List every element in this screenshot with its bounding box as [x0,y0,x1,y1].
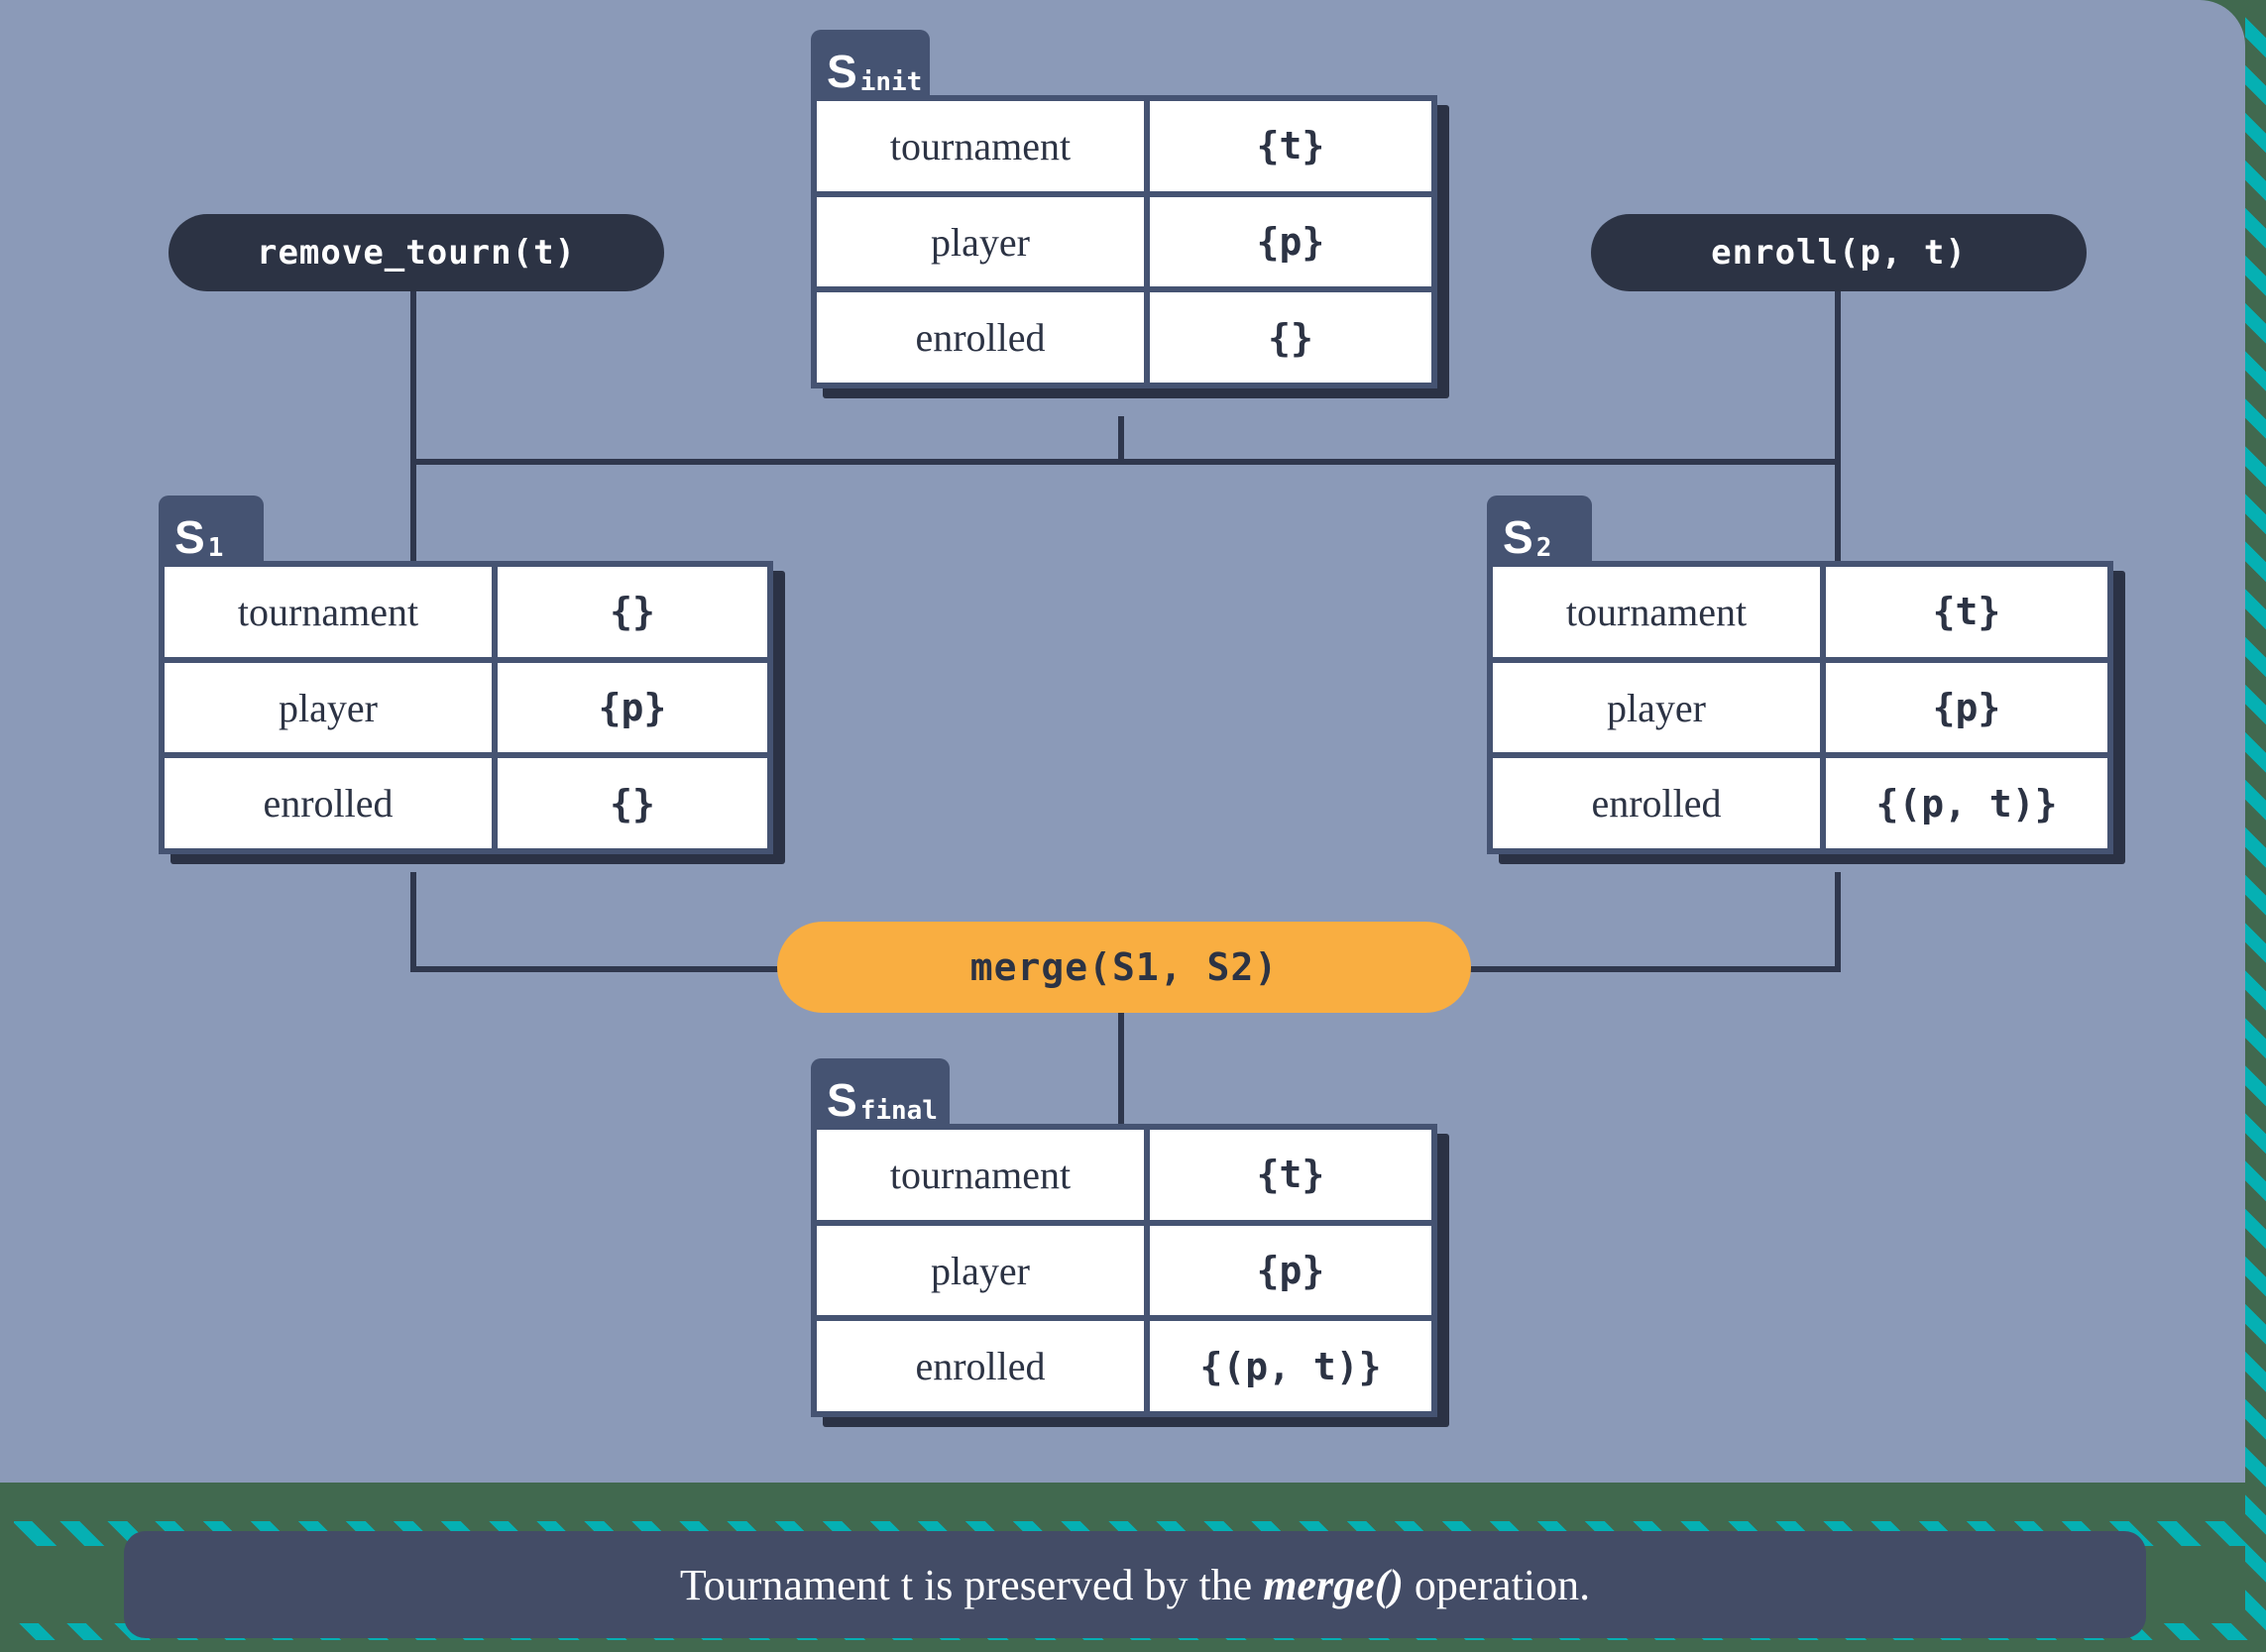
operation-remove-tourn[interactable]: remove_tourn(t) [169,214,664,291]
table-cell-value: {p} [498,662,767,753]
operation-enroll-label: enroll(p, t) [1711,233,1967,273]
table-cell-value: {} [1150,292,1431,384]
table-row: player {p} [817,196,1431,287]
table-cell-value: {p} [1826,662,2107,753]
table-cell-value: {t} [1150,101,1431,191]
state-card-s1-label-main: S [174,511,205,563]
operation-remove-tourn-label: remove_tourn(t) [256,233,577,273]
state-card-s-final: S final tournament {t} player {p} enroll… [801,1058,1455,1450]
table-row: tournament {t} [1493,567,2107,657]
table-row: player {p} [165,662,767,753]
table-cell-key: tournament [817,1130,1144,1220]
table-cell-key: player [817,1225,1144,1316]
state-card-s-final-tab: S final [811,1058,950,1124]
table-row: enrolled {(p, t)} [817,1321,1431,1412]
table-row: enrolled {} [165,758,767,849]
table-row: tournament {t} [817,1130,1431,1220]
table-cell-value: {p} [1150,196,1431,287]
table-cell-key: enrolled [1493,758,1820,849]
connector-bus-top [410,459,1841,465]
state-card-s2: S 2 tournament {t} player {p} enrolled {… [1477,496,2125,882]
table-cell-value: {t} [1826,567,2107,657]
table-cell-value: {t} [1150,1130,1431,1220]
caption-text-bold: merge() [1263,1560,1404,1609]
caption-text-suffix: operation. [1403,1560,1591,1609]
table-row: enrolled {(p, t)} [1493,758,2107,849]
table-cell-key: player [165,662,492,753]
frame-mask-bottom [14,1640,2266,1652]
table-row: tournament {} [165,567,767,657]
state-card-s1: S 1 tournament {} player {p} enrolled {} [149,496,785,882]
connector-enroll-vertical [1835,277,1841,575]
table-cell-key: tournament [1493,567,1820,657]
state-card-s-final-label-main: S [827,1074,857,1126]
state-card-s2-table: tournament {t} player {p} enrolled {(p, … [1487,561,2113,854]
state-card-s-init-tab: S init [811,30,930,95]
state-card-s-final-table: tournament {t} player {p} enrolled {(p, … [811,1124,1437,1417]
caption-text-prefix: Tournament t is preserved by the [679,1560,1264,1609]
table-row: enrolled {} [817,292,1431,384]
table-cell-key: player [817,196,1144,287]
caption-bar: Tournament t is preserved by the merge()… [124,1531,2146,1638]
state-card-s-final-label-sub: final [859,1096,938,1126]
state-card-s2-label-sub: 2 [1535,533,1552,563]
connector-s1-to-merge [410,966,787,972]
table-cell-key: enrolled [817,1321,1144,1412]
state-card-s1-label-sub: 1 [207,533,224,563]
operation-enroll[interactable]: enroll(p, t) [1591,214,2087,291]
table-cell-key: enrolled [817,292,1144,384]
table-cell-value: {p} [1150,1225,1431,1316]
table-cell-key: tournament [165,567,492,657]
connector-sinit-down [1118,416,1124,464]
state-card-s-init-table: tournament {t} player {p} enrolled {} [811,95,1437,388]
table-cell-key: enrolled [165,758,492,849]
table-cell-value: {} [498,758,767,849]
table-cell-key: tournament [817,101,1144,191]
state-card-s-init-label-main: S [827,46,857,97]
state-card-s2-tab: S 2 [1487,496,1592,561]
connector-s1-down [410,872,416,971]
diagram-panel: remove_tourn(t) enroll(p, t) merge(S1, S… [0,0,2245,1483]
state-card-s-init-label-sub: init [859,67,923,97]
table-row: player {p} [817,1225,1431,1316]
state-card-s2-label-main: S [1503,511,1533,563]
state-card-s1-table: tournament {} player {p} enrolled {} [159,561,773,854]
operation-merge[interactable]: merge(S1, S2) [777,922,1471,1013]
table-cell-key: player [1493,662,1820,753]
state-card-s-init: S init tournament {t} player {p} enrolle… [801,30,1455,426]
table-row: player {p} [1493,662,2107,753]
state-card-s1-tab: S 1 [159,496,264,561]
connector-remove-tourn-vertical [410,277,416,575]
connector-merge-down [1118,1011,1124,1130]
table-cell-value: {} [498,567,767,657]
table-cell-value: {(p, t)} [1150,1321,1431,1412]
connector-s2-down [1835,872,1841,971]
operation-merge-label: merge(S1, S2) [969,945,1279,989]
connector-s2-to-merge [1467,966,1841,972]
table-row: tournament {t} [817,101,1431,191]
table-cell-value: {(p, t)} [1826,758,2107,849]
